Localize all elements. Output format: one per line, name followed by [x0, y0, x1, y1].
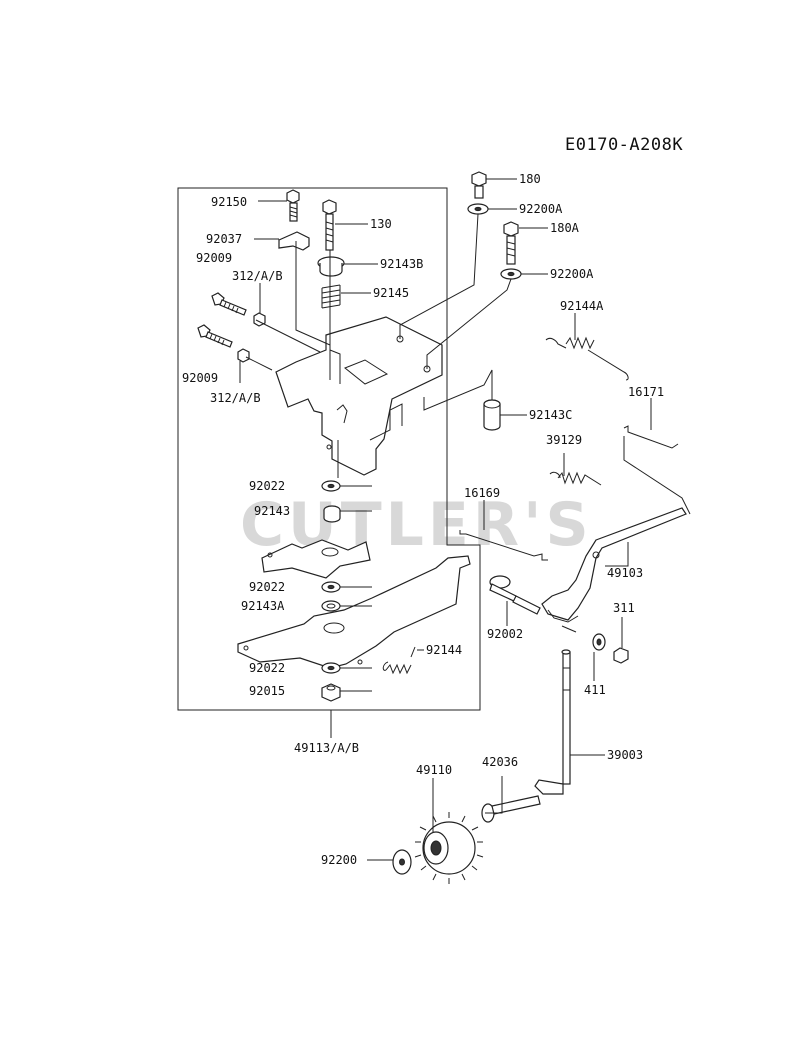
bolt-180A — [503, 221, 519, 265]
bolt-130 — [322, 199, 337, 251]
label-92150: 92150 — [211, 195, 247, 209]
label-39129: 39129 — [546, 433, 582, 447]
label-312-top: 312/A/B — [232, 269, 283, 283]
bracket-small — [261, 539, 371, 579]
assembly-outline — [177, 187, 481, 711]
label-92037: 92037 — [206, 232, 242, 246]
nut-311 — [613, 647, 629, 664]
shaft-39003 — [534, 649, 571, 795]
clip-92037 — [278, 231, 310, 251]
label-92145: 92145 — [373, 286, 409, 300]
label-92143B: 92143B — [380, 257, 423, 271]
lever-49103 — [541, 507, 687, 633]
bolt-92002 — [489, 575, 541, 615]
pin-42036 — [481, 795, 541, 823]
label-92143: 92143 — [254, 504, 290, 518]
label-49110: 49110 — [416, 763, 452, 777]
collar-92143 — [323, 505, 341, 523]
nut-312-bottom — [237, 348, 250, 363]
spring-39129 — [549, 471, 602, 486]
label-311: 311 — [613, 601, 635, 615]
label-49103: 49103 — [607, 566, 643, 580]
label-92015: 92015 — [249, 684, 285, 698]
collar-92143C — [483, 399, 501, 431]
label-92009-top: 92009 — [196, 251, 232, 265]
label-92200A-top: 92200A — [519, 202, 563, 216]
label-92022-b: 92022 — [249, 580, 285, 594]
spring-92144 — [382, 646, 416, 675]
gear-49110 — [414, 812, 484, 884]
diagram-code: E0170-A208K — [565, 135, 683, 155]
label-180A: 180A — [550, 221, 580, 235]
label-92143C: 92143C — [529, 408, 572, 422]
label-180: 180 — [519, 172, 541, 186]
bolt-92150 — [286, 189, 300, 222]
label-92002: 92002 — [487, 627, 523, 641]
rod-16171 — [623, 425, 691, 515]
label-92200A-mid: 92200A — [550, 267, 594, 281]
label-92009-bottom: 92009 — [182, 371, 218, 385]
collar-92143A — [321, 600, 341, 612]
control-bracket-plate — [275, 316, 443, 476]
label-39003: 39003 — [607, 748, 643, 762]
bolt-92009-top — [211, 292, 247, 316]
leader-lines — [239, 178, 652, 861]
label-42036: 42036 — [482, 755, 518, 769]
label-16171: 16171 — [628, 385, 664, 399]
label-92144: 92144 — [426, 643, 462, 657]
label-411: 411 — [584, 683, 606, 697]
bolt-92009-bottom — [197, 324, 233, 348]
label-92144A: 92144A — [560, 299, 604, 313]
collar-92143B — [317, 256, 345, 277]
label-92200: 92200 — [321, 853, 357, 867]
bolt-180 — [471, 171, 487, 199]
lever-plate — [237, 555, 471, 669]
label-312-bottom: 312/A/B — [210, 391, 261, 405]
label-92022-a: 92022 — [249, 479, 285, 493]
nut-92015 — [321, 683, 341, 702]
rod-16169 — [459, 530, 548, 561]
part-labels: 92150 130 180 92200A 180A 92037 92143B 9… — [182, 172, 664, 867]
label-130: 130 — [370, 217, 392, 231]
label-92143A: 92143A — [241, 599, 285, 613]
label-16169: 16169 — [464, 486, 500, 500]
label-92022-c: 92022 — [249, 661, 285, 675]
label-49113: 49113/A/B — [294, 741, 359, 755]
spring-92145 — [321, 284, 341, 309]
spring-92144A — [545, 336, 629, 381]
